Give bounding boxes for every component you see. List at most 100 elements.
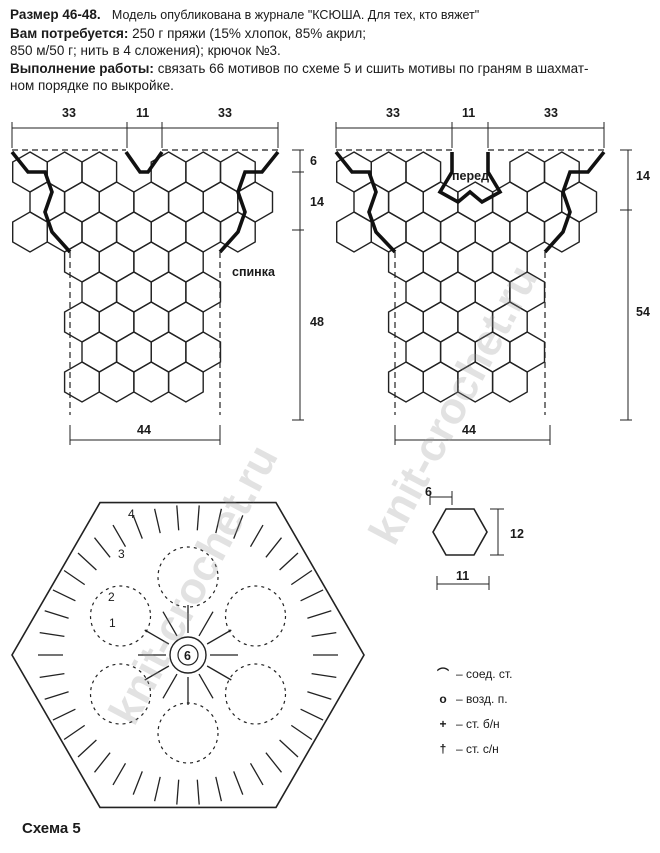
front-armhole-outline: [334, 150, 606, 254]
outer-stitch: [176, 779, 180, 805]
front-side-edge: [394, 252, 546, 415]
outer-stitch: [311, 631, 337, 638]
materials-text-1: 250 г пряжи (15% хлопок, 85% акрил;: [132, 25, 367, 41]
outer-stitch: [249, 524, 264, 548]
outer-stitch: [233, 515, 244, 539]
motif-center-count: 6: [184, 649, 191, 663]
legend-label: – возд. п.: [456, 692, 508, 706]
petal-loop: [224, 663, 287, 725]
outer-stitch: [215, 776, 223, 802]
round-label-3: 3: [118, 547, 125, 561]
honeycomb-cell: [457, 301, 494, 343]
legend-label: – ст. б/н: [456, 717, 500, 731]
outer-stitch: [77, 552, 97, 571]
back-pattern: 33 11 33 44 6 14 48 спинка: [10, 106, 324, 445]
honeycomb-cell: [167, 241, 204, 283]
honeycomb-cell: [474, 211, 511, 253]
outer-stitch: [307, 610, 332, 619]
honeycomb-cell: [543, 211, 580, 253]
outer-stitch: [63, 569, 86, 586]
honeycomb-cell: [133, 181, 170, 223]
back-name-label: спинка: [232, 265, 276, 279]
honeycomb-cell: [387, 361, 424, 403]
outer-stitch: [132, 771, 143, 795]
honeycomb-cell: [150, 271, 187, 313]
honeycomb-cell: [150, 211, 187, 253]
legend-label: – соед. ст.: [456, 667, 513, 681]
back-top-right-label: 33: [218, 106, 232, 120]
outer-stitch: [290, 724, 313, 741]
honeycomb-cell: [81, 211, 118, 253]
header-line-1: Размер 46-48. Модель опубликована в журн…: [10, 6, 655, 25]
header-line-2: Вам потребуется: 250 г пряжи (15% хлопок…: [10, 25, 655, 43]
front-dim-54: 54: [636, 305, 650, 319]
stitch-legend: ⌒ – соед. ст. o – возд. п. + – ст. б/н †…: [436, 662, 512, 762]
front-top-dimension: [335, 122, 605, 148]
back-top-mid-label: 11: [136, 106, 149, 120]
honeycomb-cell: [405, 271, 442, 313]
front-honeycomb: [336, 151, 598, 403]
honeycomb-cell: [202, 181, 239, 223]
honeycomb-cell: [185, 271, 222, 313]
legend-item: o – возд. п.: [436, 687, 512, 712]
honeycomb-cell: [491, 361, 528, 403]
honeycomb-cell: [98, 361, 135, 403]
honeycomb-cell: [150, 331, 187, 373]
honeycomb-cell: [439, 331, 476, 373]
legend-label: – ст. с/н: [456, 742, 499, 756]
honeycomb-cell: [81, 271, 118, 313]
back-bottom-dimension: [69, 425, 221, 445]
single-crochet-icon: +: [439, 717, 447, 731]
honeycomb-cell: [63, 181, 101, 223]
front-bottom-dimension: [394, 425, 551, 445]
petal-loop: [224, 585, 287, 647]
spoke-stitch: [206, 665, 232, 681]
outer-stitch: [112, 762, 127, 786]
honeycomb-cell: [405, 211, 442, 253]
honeycomb-cell: [439, 271, 476, 313]
outer-stitch: [176, 505, 180, 531]
small-hexagon: [432, 508, 488, 556]
honeycomb-cell: [474, 271, 511, 313]
header-line-4: Выполнение работы: связать 66 мотивов по…: [10, 60, 655, 78]
honeycomb-cell: [474, 331, 511, 373]
honeycomb-cell: [509, 331, 546, 373]
honeycomb-cell: [422, 301, 459, 343]
outer-stitch: [77, 739, 97, 758]
back-dim-48: 48: [310, 315, 324, 329]
outer-stitch: [300, 589, 324, 602]
honeycomb-cell: [98, 301, 135, 343]
front-top-right-label: 33: [544, 106, 558, 120]
front-dim-14: 14: [636, 169, 650, 183]
outer-stitch: [215, 508, 223, 534]
size-label: Размер 46-48.: [10, 7, 101, 22]
chain-stitch-icon: o: [439, 692, 447, 706]
honeycomb-cell: [405, 151, 442, 193]
honeycomb-cell: [370, 151, 407, 193]
published-note: Модель опубликована в журнале "КСЮША. Дл…: [111, 8, 480, 22]
outer-stitch: [233, 771, 244, 795]
motif-center-inner: [177, 644, 199, 666]
honeycomb-cell: [81, 151, 118, 193]
outer-stitch: [311, 672, 337, 679]
honeycomb-cell: [98, 241, 135, 283]
petal-loop: [89, 663, 152, 725]
outer-stitch: [249, 762, 264, 786]
honeycomb-cell: [185, 331, 222, 373]
spoke-stitch: [162, 611, 178, 637]
outer-stitch: [39, 672, 65, 679]
outer-stitch: [300, 708, 324, 721]
honeycomb-cell: [491, 241, 528, 283]
materials-label: Вам потребуется:: [10, 25, 129, 41]
honeycomb-cell: [133, 301, 170, 343]
honeycomb-cell: [491, 301, 528, 343]
legend-item: † – ст. с/н: [436, 737, 512, 762]
motif-outer-stitches: [38, 505, 338, 805]
honeycomb-cell: [185, 211, 222, 253]
honeycomb-cell: [167, 361, 204, 403]
front-bottom-label: 44: [462, 423, 476, 437]
honeycomb-cell: [405, 331, 442, 373]
honeycomb-cell: [509, 271, 546, 313]
outer-stitch: [132, 515, 143, 539]
